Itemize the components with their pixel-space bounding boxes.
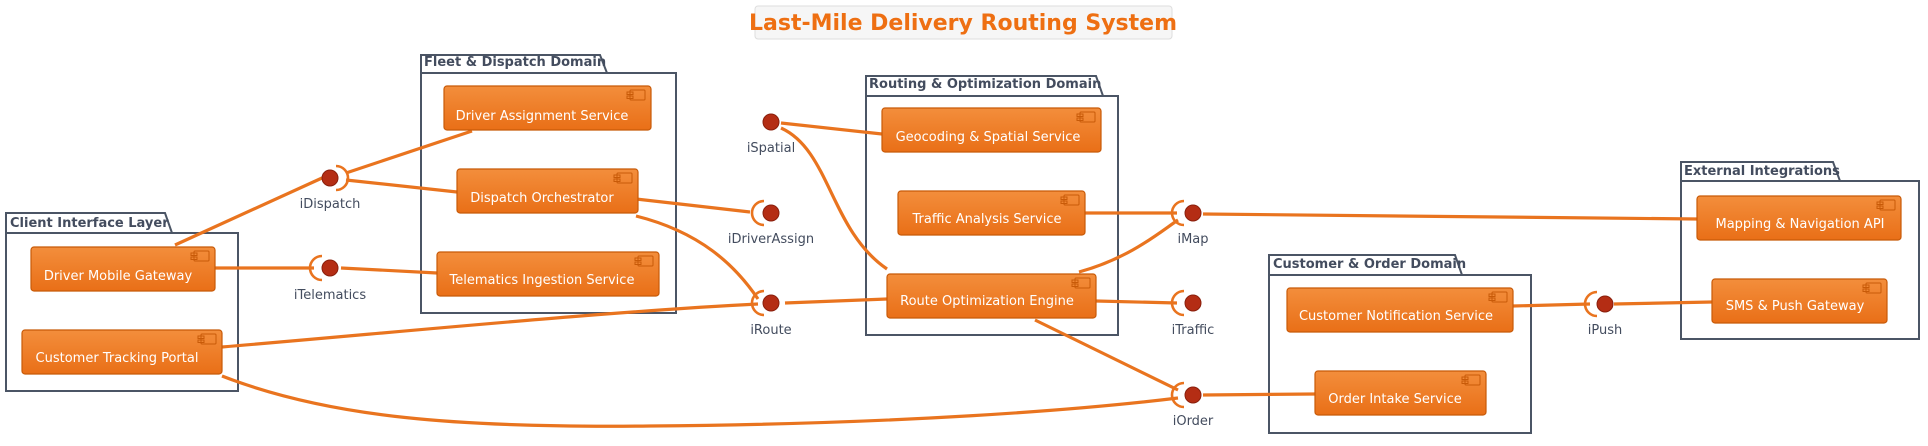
component-label: Customer Notification Service <box>1299 309 1493 324</box>
interface-dot <box>1184 294 1202 312</box>
component-telematics-ingestion[interactable]: Telematics Ingestion Service <box>436 251 660 297</box>
component-label: Customer Tracking Portal <box>36 351 199 366</box>
connectors <box>174 121 1713 428</box>
component-label: Traffic Analysis Service <box>912 212 1062 227</box>
package-customer: Customer & Order Domain <box>1268 254 1532 434</box>
component-label: Telematics Ingestion Service <box>449 273 635 288</box>
interface-iorder: iOrder <box>1170 381 1214 429</box>
interface-label: iSpatial <box>747 141 795 156</box>
component-customer-notification[interactable]: Customer Notification Service <box>1286 287 1514 333</box>
component-mapping-api[interactable]: Mapping & Navigation API <box>1696 195 1902 241</box>
connector <box>1613 300 1713 306</box>
component-label: Order Intake Service <box>1328 392 1461 407</box>
title-text: Last-Mile Delivery Routing System <box>749 11 1177 36</box>
diagram-title: Last-Mile Delivery Routing System <box>749 5 1177 40</box>
component-driver-mobile[interactable]: Driver Mobile Gateway <box>30 246 216 292</box>
interface-label: iDispatch <box>300 197 361 212</box>
component-sms-push[interactable]: SMS & Push Gateway <box>1711 278 1888 324</box>
interface-label: iDriverAssign <box>728 232 814 247</box>
connector <box>1095 299 1178 305</box>
interface-label: iTraffic <box>1172 323 1215 338</box>
interface-label: iMap <box>1177 232 1208 247</box>
connector <box>1078 218 1179 274</box>
package-label: External Integrations <box>1684 164 1840 179</box>
component-traffic-analysis[interactable]: Traffic Analysis Service <box>897 190 1086 236</box>
component-label: Mapping & Navigation API <box>1715 217 1884 232</box>
connector <box>174 176 323 247</box>
component-driver-assignment[interactable]: Driver Assignment Service <box>443 85 652 131</box>
package-label: Fleet & Dispatch Domain <box>424 55 606 70</box>
interface-idriverassign: iDriverAssign <box>728 199 814 247</box>
connector <box>784 297 888 305</box>
interface-label: iPush <box>1588 323 1622 338</box>
interface-dot <box>762 294 780 312</box>
connector <box>221 374 1179 428</box>
interface-dot <box>321 259 339 277</box>
component-customer-tracking[interactable]: Customer Tracking Portal <box>21 329 223 375</box>
connector <box>780 121 883 136</box>
interface-idispatch: iDispatch <box>300 164 361 212</box>
package-label: Routing & Optimization Domain <box>869 77 1101 92</box>
interface-dot <box>762 113 780 131</box>
interface-imap: iMap <box>1170 199 1209 247</box>
interface-ipush: iPush <box>1583 290 1622 338</box>
component-dispatch-orchestrator[interactable]: Dispatch Orchestrator <box>456 168 639 214</box>
component-route-optimization[interactable]: Route Optimization Engine <box>886 273 1097 319</box>
connector <box>635 197 751 214</box>
connector <box>1202 212 1698 221</box>
connector <box>221 302 759 349</box>
interface-iroute: iRoute <box>750 289 792 338</box>
package-label: Client Interface Layer <box>10 216 169 231</box>
connector <box>635 214 760 300</box>
connector <box>1512 302 1591 308</box>
connector <box>345 129 473 175</box>
interface-label: iRoute <box>750 323 791 338</box>
component-label: Geocoding & Spatial Service <box>896 130 1081 145</box>
interface-label: iOrder <box>1173 414 1214 429</box>
package-client: Client Interface Layer <box>5 212 239 392</box>
component-geocoding[interactable]: Geocoding & Spatial Service <box>881 107 1102 153</box>
connector <box>1202 392 1316 397</box>
component-label: Driver Mobile Gateway <box>44 269 193 284</box>
component-label: Driver Assignment Service <box>456 109 629 124</box>
interface-itelematics: iTelematics <box>294 254 366 303</box>
interface-dot <box>321 169 339 187</box>
interface-itraffic: iTraffic <box>1170 289 1215 338</box>
package-fleet: Fleet & Dispatch Domain <box>420 54 677 314</box>
interface-ispatial: iSpatial <box>747 113 795 156</box>
package-routing: Routing & Optimization Domain <box>865 75 1119 336</box>
connector <box>1034 318 1179 392</box>
interface-dot <box>1596 295 1614 313</box>
component-order-intake[interactable]: Order Intake Service <box>1314 370 1487 416</box>
package-external: External Integrations <box>1680 161 1920 340</box>
interface-dot <box>762 204 780 222</box>
package-label: Customer & Order Domain <box>1273 257 1466 272</box>
connector <box>780 126 888 271</box>
interface-dot <box>1184 386 1202 404</box>
connector <box>345 178 458 194</box>
connector <box>340 266 438 275</box>
interface-dot <box>1184 204 1202 222</box>
component-label: SMS & Push Gateway <box>1726 299 1865 314</box>
component-label: Dispatch Orchestrator <box>470 191 614 206</box>
interface-label: iTelematics <box>294 288 366 303</box>
component-label: Route Optimization Engine <box>900 294 1074 309</box>
